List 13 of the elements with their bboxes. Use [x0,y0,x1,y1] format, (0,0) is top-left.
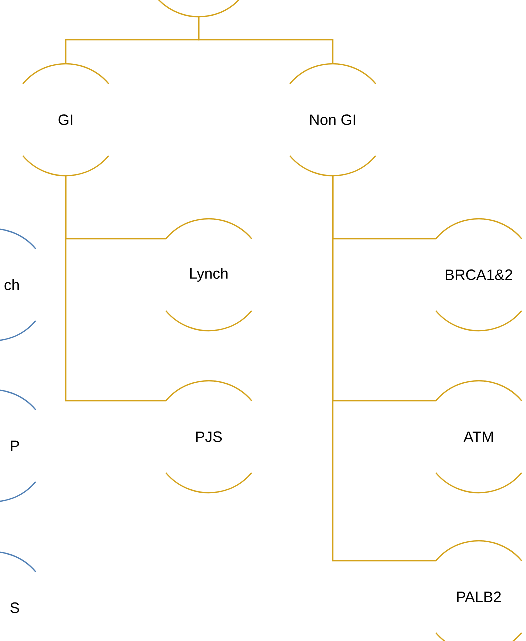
connector-line [332,176,436,562]
bracket-circle-node: S [0,551,36,614]
bracket-circle-node: PJS [166,380,252,494]
bracket-circle-node: PALB2 [436,540,522,641]
bracket-circle-node: BRCA1&2 [436,218,522,332]
bracket-circle-node: Lynch [166,218,252,332]
connector-line [198,17,334,64]
connector-line [65,176,166,402]
bracket-circle-node: Non GI [290,63,376,177]
bracket-circle-node: ch [0,228,36,342]
bracket-circle-node: P [0,389,36,503]
bracket-circle-node: ATM [436,380,522,494]
bracket-circle-node: GI [22,63,110,177]
